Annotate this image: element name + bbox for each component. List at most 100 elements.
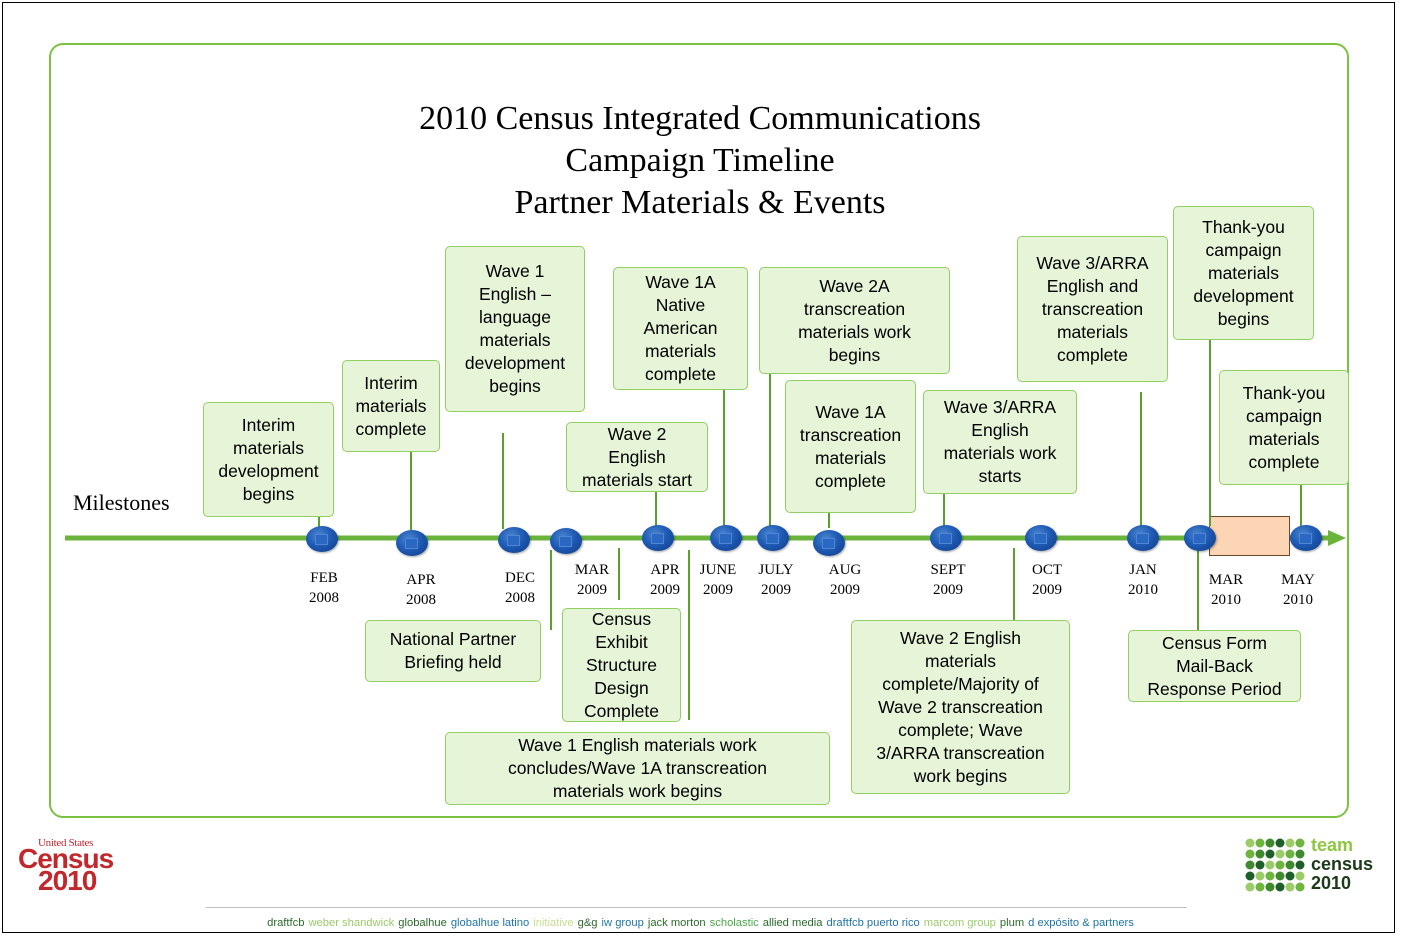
connector-mar-2010-top bbox=[1209, 340, 1211, 526]
milestone-dot-apr-2008 bbox=[396, 530, 428, 556]
event-box: Interim materials development begins bbox=[203, 402, 334, 517]
team-census-dots-icon bbox=[1245, 838, 1305, 892]
agency-name: scholastic bbox=[709, 917, 759, 929]
agency-name: jack morton bbox=[647, 917, 706, 929]
team-dot bbox=[1285, 882, 1295, 892]
connector-exhibit bbox=[618, 548, 620, 600]
connector-apr-2009-top bbox=[655, 492, 657, 526]
team-census-text: team census 2010 bbox=[1311, 836, 1373, 893]
milestone-label: JULY 2009 bbox=[758, 562, 794, 598]
team-dot bbox=[1275, 849, 1285, 859]
milestone-label: MAY 2010 bbox=[1281, 572, 1315, 608]
event-box: Wave 2 English materials complete/Majori… bbox=[851, 620, 1070, 794]
team-dot bbox=[1265, 871, 1275, 881]
milestone-dot-mar-2010 bbox=[1184, 525, 1216, 551]
team-dot bbox=[1265, 882, 1275, 892]
event-box: Wave 2A transcreation materials work beg… bbox=[759, 267, 950, 374]
team-dot bbox=[1295, 849, 1305, 859]
agency-name: iw group bbox=[601, 917, 644, 929]
team-dot bbox=[1255, 849, 1265, 859]
milestone-label: JUNE 2009 bbox=[699, 562, 737, 598]
connector-sept-2009 bbox=[943, 494, 945, 526]
connector-june-2009 bbox=[723, 390, 725, 526]
agency-name: marcom group bbox=[923, 917, 996, 929]
team-dot bbox=[1265, 849, 1275, 859]
milestone-label: FEB 2008 bbox=[309, 570, 339, 606]
milestone-label: APR 2009 bbox=[650, 562, 680, 598]
milestone-dot-july-2009 bbox=[757, 525, 789, 551]
team-dot bbox=[1245, 882, 1255, 892]
agency-name: weber shandwick bbox=[308, 917, 395, 929]
event-box: Wave 1 English – language materials deve… bbox=[445, 246, 585, 412]
connector-dec-2008 bbox=[502, 433, 504, 529]
agency-name: globalhue latino bbox=[450, 917, 530, 929]
milestone-label: MAR 2009 bbox=[574, 562, 610, 598]
connector-wave1-concludes bbox=[688, 550, 690, 720]
team-dot bbox=[1285, 838, 1295, 848]
footer-divider bbox=[206, 907, 1187, 908]
agency-name: g&g bbox=[577, 917, 598, 929]
team-dot bbox=[1275, 882, 1285, 892]
team-dot bbox=[1285, 849, 1295, 859]
event-box: National Partner Briefing held bbox=[365, 620, 541, 682]
milestone-label: MAR 2010 bbox=[1208, 572, 1244, 608]
team-dot bbox=[1265, 838, 1275, 848]
agency-name: draftfcb puerto rico bbox=[826, 917, 920, 929]
connector-may-2010 bbox=[1300, 485, 1302, 527]
event-box: Wave 3/ARRA English and transcreation ma… bbox=[1017, 236, 1168, 382]
team-dot bbox=[1295, 838, 1305, 848]
milestone-dot-june-2009 bbox=[710, 525, 742, 551]
team-dot bbox=[1255, 838, 1265, 848]
connector-jan-2010 bbox=[1140, 392, 1142, 526]
milestone-dot-mar-2009 bbox=[550, 528, 582, 554]
census-logo-year: 2010 bbox=[38, 865, 97, 896]
milestone-dot-oct-2009 bbox=[1025, 525, 1057, 551]
team-dot bbox=[1255, 871, 1265, 881]
team-text-line3: 2010 bbox=[1311, 873, 1352, 893]
event-box: Census Form Mail-Back Response Period bbox=[1128, 630, 1301, 702]
agency-name: draftfcb bbox=[267, 917, 305, 929]
milestone-label: APR 2008 bbox=[406, 572, 436, 608]
team-dot bbox=[1275, 860, 1285, 870]
team-dot bbox=[1285, 871, 1295, 881]
milestone-label: SEPT 2009 bbox=[930, 562, 966, 598]
event-box: Wave 1A Native American materials comple… bbox=[613, 267, 748, 390]
team-text-line1: team bbox=[1311, 835, 1354, 855]
milestone-dot-feb-2008 bbox=[306, 526, 338, 552]
milestone-dot-sept-2009 bbox=[930, 525, 962, 551]
connector-aug-2009 bbox=[828, 513, 830, 528]
title-line-3: Partner Materials & Events bbox=[514, 184, 886, 221]
census-2010-logo: United States Census 2010 bbox=[18, 837, 128, 897]
title-line-2: Campaign Timeline bbox=[565, 142, 835, 179]
event-box: Wave 2 English materials start bbox=[566, 422, 708, 492]
event-box: Thank-you campaign materials development… bbox=[1173, 206, 1314, 340]
team-dot bbox=[1265, 860, 1275, 870]
milestone-dot-dec-2008 bbox=[498, 527, 530, 553]
team-dot bbox=[1275, 871, 1285, 881]
census-logo-word: Census bbox=[18, 843, 114, 874]
event-box: Thank-you campaign materials complete bbox=[1219, 370, 1349, 485]
team-dot bbox=[1295, 871, 1305, 881]
agency-name: allied media bbox=[762, 917, 823, 929]
team-dot bbox=[1295, 882, 1305, 892]
mail-back-period-bar bbox=[1209, 516, 1290, 556]
team-dot bbox=[1285, 860, 1295, 870]
milestone-label: JAN 2010 bbox=[1128, 562, 1158, 598]
event-box: Wave 1 English materials work concludes/… bbox=[445, 732, 830, 805]
team-dot bbox=[1245, 838, 1255, 848]
team-dot bbox=[1255, 882, 1265, 892]
connector-oct-2009 bbox=[1013, 548, 1015, 620]
event-box: Wave 1A transcreation materials complete bbox=[785, 380, 916, 513]
event-box: Wave 3/ARRA English materials work start… bbox=[923, 390, 1077, 494]
connector-briefing bbox=[550, 550, 552, 630]
connector-apr-2008 bbox=[410, 452, 412, 530]
team-dot bbox=[1245, 871, 1255, 881]
team-dot bbox=[1295, 860, 1305, 870]
milestone-dot-jan-2010 bbox=[1127, 525, 1159, 551]
milestone-label: DEC 2008 bbox=[505, 570, 535, 606]
milestone-dot-apr-2009 bbox=[642, 525, 674, 551]
agency-name: globalhue bbox=[398, 917, 447, 929]
